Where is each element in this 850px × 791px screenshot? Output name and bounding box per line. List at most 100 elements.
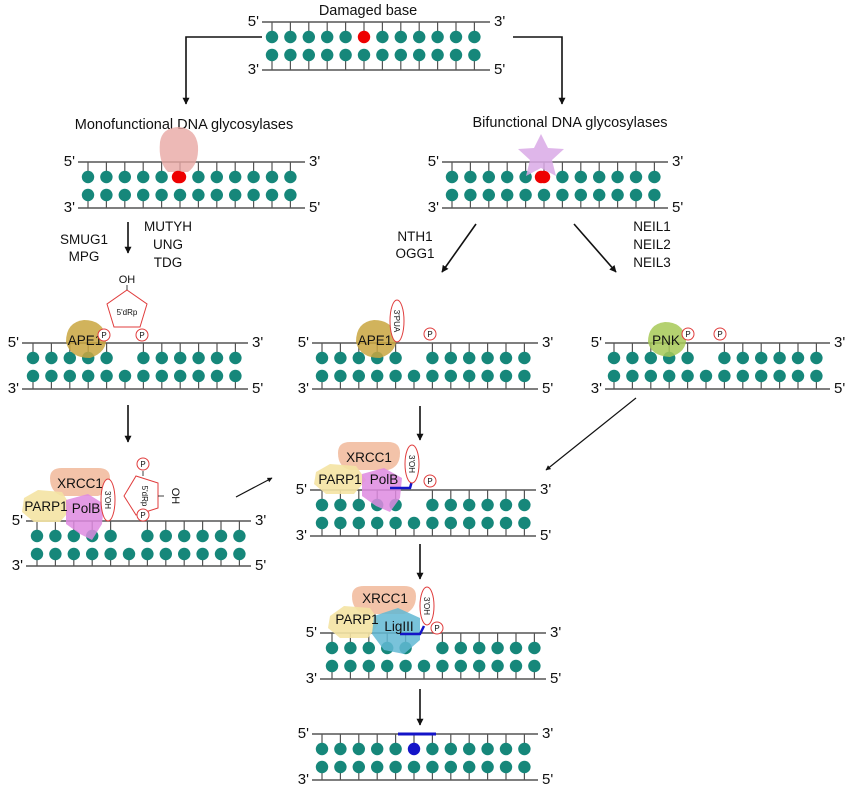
base [141,547,154,561]
three-prime-label: 3' [834,334,845,351]
base [810,369,823,383]
base [426,742,439,756]
base [100,170,113,184]
base [104,547,117,561]
base [426,369,439,383]
base [284,170,297,184]
base [426,760,439,774]
base [118,188,131,202]
base [499,516,513,530]
base [352,369,365,383]
base [247,170,260,184]
dna-layer [22,21,830,781]
three-prime-label: 3' [309,153,320,170]
base [155,369,168,383]
base [334,369,347,383]
three-prime-label: 3' [494,13,505,30]
base [315,742,329,756]
dna-repaired [312,733,538,781]
base [648,188,661,202]
svg-text:3'OH: 3'OH [407,455,416,473]
base [629,170,643,184]
base [626,369,639,383]
base [389,351,402,365]
svg-text:5'dRp: 5'dRp [140,486,149,507]
label-bifunctional: Bifunctional DNA glycosylases [472,115,667,131]
base [444,742,457,756]
base [371,369,384,383]
base [518,760,531,774]
base [463,498,476,512]
five-prime-label: 5' [591,334,602,351]
base [773,351,786,365]
base [247,188,260,202]
new-nucleotide-strand [400,625,426,636]
svg-text:P: P [427,477,432,486]
base [481,516,494,530]
five-prime-label: 5' [255,557,266,574]
base [426,351,439,365]
ape1-label: APE1 [358,333,393,348]
base [537,188,551,202]
three-prime-label: 3' [306,670,317,687]
five-prime-label: 5' [428,153,439,170]
arrow-to-monofunctional [182,36,262,105]
base [699,369,713,383]
base [325,641,339,655]
dna-polb-left [26,520,251,567]
base [481,742,494,756]
base [736,351,749,365]
five-prime-label: 5' [252,380,263,397]
enzyme-smug1: SMUG1 [60,232,108,247]
base [736,369,749,383]
base [173,188,187,202]
base [681,369,694,383]
five-prime-label: 5' [834,380,845,397]
enzyme-ogg1: OGG1 [395,246,434,261]
five-prime-label: 5' [672,199,683,216]
dna-lig3 [320,632,546,680]
polb-protein [362,468,402,512]
base [644,369,657,383]
dna-damaged-top [262,21,490,71]
arrow-bi-left [441,223,477,273]
base [468,48,481,62]
base [755,351,768,365]
base [445,170,459,184]
base [229,369,242,383]
base [482,188,495,202]
base [499,498,513,512]
xrcc1-protein [352,586,416,614]
base [810,351,823,365]
base [468,30,481,44]
base [233,529,246,543]
base [407,516,421,530]
phosphate-group: P [423,327,437,341]
base [491,641,504,655]
base [82,369,95,383]
dna-ape1-mono [22,342,248,390]
enzyme-mutyh: MUTYH [144,219,192,234]
base [334,498,347,512]
enzyme-ung: UNG [153,237,183,252]
base [155,188,168,202]
base [593,188,606,202]
base [449,30,463,44]
base [315,351,329,365]
base [528,659,541,673]
base [407,369,421,383]
five-prime-label: 5' [550,670,561,687]
five-prime-label: 5' [12,512,23,529]
base [376,48,389,62]
svg-text:P: P [717,330,722,339]
enzyme-neil3: NEIL3 [633,255,671,270]
base [178,547,191,561]
enzyme-nth1: NTH1 [397,229,432,244]
five-prime-label: 5' [540,527,551,544]
base [196,547,209,561]
base [501,170,514,184]
base [413,30,426,44]
five-prime-label: 5' [296,481,307,498]
base [394,48,407,62]
five-prime-label: 5' [309,199,320,216]
